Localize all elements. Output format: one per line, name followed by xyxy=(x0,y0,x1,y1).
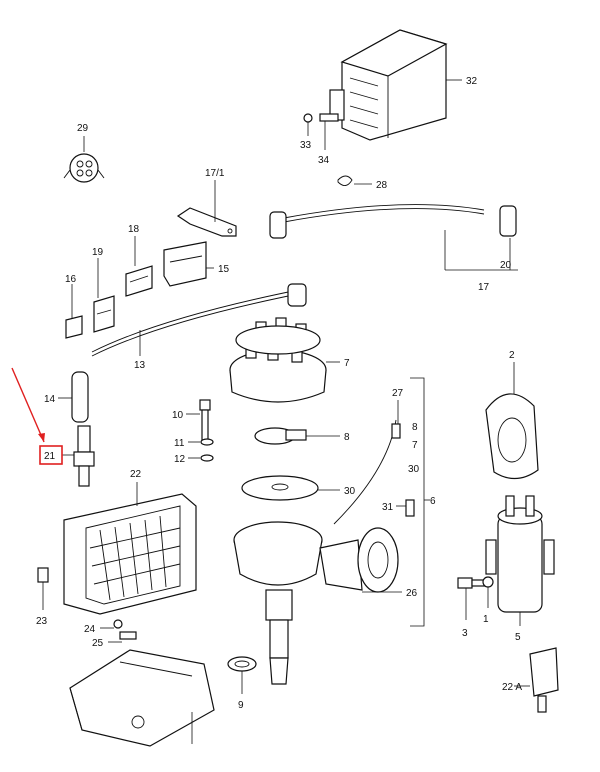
control-box-cover-part xyxy=(69,649,215,747)
callout-11: 11 xyxy=(174,438,185,449)
callout-6: 6 xyxy=(430,496,436,507)
callout-10: 10 xyxy=(172,410,184,421)
ignition-coil-part xyxy=(485,495,555,613)
coil-cover-part xyxy=(485,393,539,480)
clip-23-part xyxy=(37,567,49,583)
bolt-part xyxy=(199,399,214,462)
callout-31: 31 xyxy=(382,502,394,513)
cooling-fins xyxy=(89,515,181,601)
callout-3: 1 xyxy=(483,614,489,625)
callout-8b: 8 xyxy=(412,422,418,433)
callout-5: 22 A xyxy=(502,682,522,693)
callout-2: 2 xyxy=(509,350,515,361)
comb-20-part xyxy=(65,315,83,339)
callout-21-box xyxy=(39,445,63,465)
red-arrow-icon xyxy=(11,367,45,443)
distributor-cap-part xyxy=(229,317,327,403)
callout-17-1: 17/1 xyxy=(205,168,225,179)
callout-17: 15 xyxy=(218,264,230,275)
plug-connector-part xyxy=(71,371,89,423)
callout-16: 20 xyxy=(500,260,512,271)
seal-ring-part xyxy=(227,656,257,672)
callout-13: 13 xyxy=(134,360,146,371)
coil-connector-part xyxy=(529,647,559,713)
callout-12: 12 xyxy=(174,454,186,465)
callout-30: 30 xyxy=(344,486,356,497)
callout-30b: 30 xyxy=(408,464,420,475)
vacuum-fitting-part xyxy=(405,499,415,517)
ignition-lead-part xyxy=(269,204,517,239)
callout-22: 22 xyxy=(130,469,142,480)
callout-21: 21 xyxy=(44,451,56,462)
callout-28: 28 xyxy=(376,180,388,191)
callout-19: 19 xyxy=(92,247,104,258)
clip-part xyxy=(337,175,353,186)
comb-19-part xyxy=(93,295,115,333)
callout-1: 5 xyxy=(515,632,521,643)
bracket-part xyxy=(176,207,237,237)
callout-14: 14 xyxy=(44,394,56,405)
callout-8: 8 xyxy=(344,432,350,443)
comb-17-part xyxy=(163,241,207,287)
callout-34: 34 xyxy=(318,155,330,166)
ignition-connector-part xyxy=(63,153,105,183)
distributor-body-part xyxy=(233,521,399,685)
callout-29: 29 xyxy=(77,123,89,134)
callout-32: 32 xyxy=(466,76,478,87)
callout-33: 33 xyxy=(300,140,312,151)
callout-26: 26 xyxy=(406,588,418,599)
callout-4: 3 xyxy=(462,628,468,639)
coil-lead-part xyxy=(91,283,307,357)
callout-9: 9 xyxy=(238,700,244,711)
comb-18-part xyxy=(125,265,153,297)
callout-15: 17 xyxy=(478,282,490,293)
coil-bolt-part xyxy=(457,576,494,589)
screw-24-25-part xyxy=(113,619,137,640)
vacuum-hose-part xyxy=(333,419,401,525)
callout-20: 16 xyxy=(65,274,77,285)
callout-24: 24 xyxy=(84,624,96,635)
control-unit-part xyxy=(329,29,448,141)
callout-23: 23 xyxy=(36,616,48,627)
screw-washer-part xyxy=(303,113,339,123)
callout-18: 18 xyxy=(128,224,140,235)
callout-25: 25 xyxy=(92,638,104,649)
callout-7: 7 xyxy=(344,358,350,369)
rotor-part xyxy=(254,427,307,445)
dust-shield-part xyxy=(241,475,319,501)
control-box-part xyxy=(63,493,197,615)
spark-plug-part xyxy=(73,425,95,487)
callout-27: 27 xyxy=(392,388,404,399)
group-bracket-6 xyxy=(410,377,430,627)
callout-7b: 7 xyxy=(412,440,418,451)
